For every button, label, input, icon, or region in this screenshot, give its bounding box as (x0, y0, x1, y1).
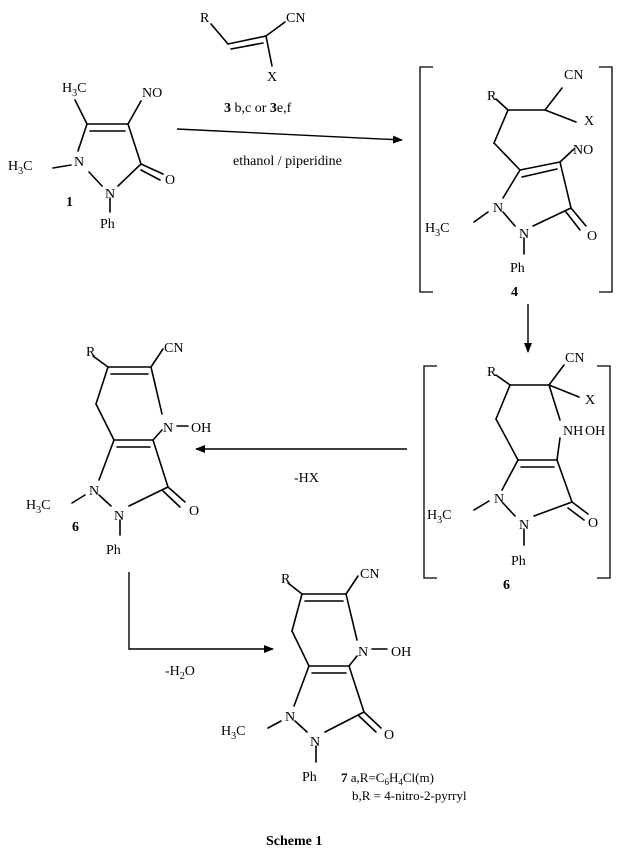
c1-methyl-left-label: H3C (8, 159, 32, 177)
step-hx-label: -HX (294, 471, 319, 486)
bracket-6-right (597, 365, 611, 579)
c6b-n2-label: N (519, 518, 529, 533)
compound-6-intermediate-structure: R CN X NH OH N H3C N O Ph (427, 351, 605, 569)
compound-1-structure: H3C NO N H3C N O Ph (8, 81, 175, 232)
arrow-step-1 (176, 128, 403, 144)
c7-cn-label: CN (360, 567, 379, 582)
reagent-x-label: X (267, 70, 277, 85)
c4-n1-label: N (493, 201, 503, 216)
c1-o-label: O (165, 173, 175, 188)
arrow-step-4 (128, 572, 274, 653)
c4-x-label: X (584, 114, 594, 129)
c6a-cn-label: CN (164, 341, 183, 356)
c6b-ph-label: Ph (511, 554, 526, 569)
c6a-n1-label: N (89, 484, 99, 499)
compound-6a-label: 6 (72, 520, 79, 535)
c7-n1-label: N (285, 710, 295, 725)
c6a-n2-label: N (114, 509, 124, 524)
reagent-3-structure: R CN X (200, 11, 305, 85)
c6b-x-label: X (585, 393, 595, 408)
bracket-4-right (599, 66, 613, 293)
conditions-label: ethanol / piperidine (233, 154, 342, 169)
compound-7-structure: R CN N OH N H3C N O Ph (221, 567, 411, 785)
c4-o-label: O (587, 229, 597, 244)
c4-no-label: NO (573, 143, 593, 158)
c4-ph-label: Ph (510, 261, 525, 276)
c6a-oh-label: OH (191, 421, 211, 436)
c6a-ph-label: Ph (106, 543, 121, 558)
c6a-n-label: N (163, 421, 173, 436)
c6a-o-label: O (189, 504, 199, 519)
c6a-r-label: R (86, 345, 96, 360)
compound-6b-label: 6 (503, 578, 510, 593)
c6b-o-label: O (588, 516, 598, 531)
c6a-methyl-label: H3C (26, 498, 50, 516)
compound-4-label: 4 (511, 285, 518, 300)
reagent-r-label: R (200, 11, 210, 26)
c7-r-label: R (281, 572, 291, 587)
footnote-a: 7 a,R=C6H4Cl(m) (341, 770, 434, 787)
c1-ph-label: Ph (100, 217, 115, 232)
c4-r-label: R (487, 89, 497, 104)
c7-oh-label: OH (391, 645, 411, 660)
footnote-b: b,R = 4-nitro-2-pyrryl (352, 788, 467, 803)
c6b-r-label: R (487, 365, 497, 380)
compound-4-structure: R CN X NO N H3C N O Ph (425, 68, 597, 276)
c6b-oh-label: OH (585, 424, 605, 439)
compound-6-structure: R CN N OH N H3C N O Ph (26, 341, 211, 558)
c4-cn-label: CN (564, 68, 583, 83)
c1-n1-label: N (74, 155, 84, 170)
c7-ph-label: Ph (302, 770, 317, 785)
bracket-6-left (423, 365, 437, 579)
c7-o-label: O (384, 728, 394, 743)
reagent-cn-label: CN (286, 11, 305, 26)
c7-n2-label: N (310, 735, 320, 750)
c7-methyl-label: H3C (221, 724, 245, 742)
reagent-label: 3 b,c or 3e,f (224, 101, 292, 116)
c4-n2-label: N (519, 227, 529, 242)
c1-methyl-top-label: H3C (62, 81, 86, 99)
c4-methyl-label: H3C (425, 221, 449, 239)
compound-1-label: 1 (66, 195, 73, 210)
c6b-n1-label: N (494, 492, 504, 507)
c1-no-label: NO (142, 86, 162, 101)
c6b-methyl-label: H3C (427, 508, 451, 526)
c1-n2-label: N (105, 187, 115, 202)
c6b-cn-label: CN (565, 351, 584, 366)
bracket-4-left (419, 66, 433, 293)
c6b-nh-label: NH (563, 424, 583, 439)
c7-n-label: N (358, 645, 368, 660)
scheme-caption: Scheme 1 (266, 834, 322, 849)
step-h2o-label: -H2O (165, 664, 195, 682)
